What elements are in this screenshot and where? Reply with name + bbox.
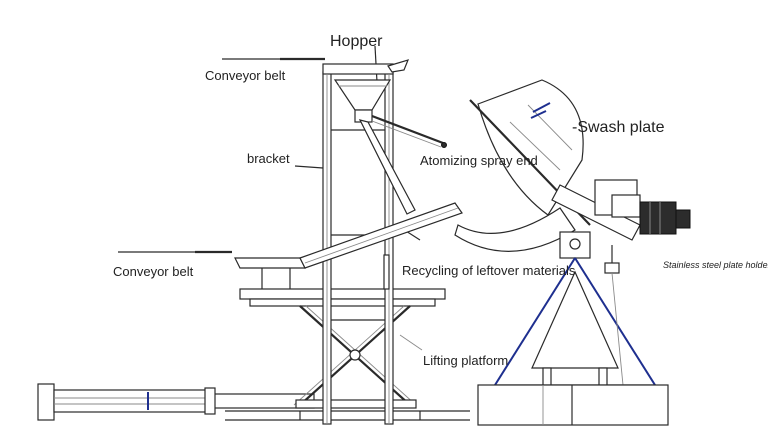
base-rails <box>225 410 470 421</box>
conveyor-belt-top-label: Conveyor belt <box>205 68 286 83</box>
lift-cylinder <box>37 383 315 421</box>
plate-holder-stand <box>493 231 657 386</box>
bracket-label: bracket <box>247 151 290 166</box>
lifting-platform <box>239 288 446 409</box>
spray-arm <box>358 114 447 215</box>
collection-trough <box>454 207 576 252</box>
atomizing-spray-end-label: Atomizing spray end <box>420 153 538 168</box>
hopper-label: Hopper <box>330 33 383 50</box>
base-blocks <box>477 384 669 426</box>
lifting-platform-label: Lifting platform <box>423 353 508 368</box>
conveyor-belt-left-label: Conveyor belt <box>113 264 194 279</box>
swash-plate-assembly <box>469 79 691 241</box>
hopper <box>333 59 410 123</box>
recycling-label: Recycling of leftover materials <box>402 263 576 278</box>
stainless-plate-holder-label: Stainless steel plate holder <box>663 260 768 270</box>
swash-plate-label: -Swash plate <box>572 119 665 136</box>
conveyor-belt <box>234 202 463 290</box>
